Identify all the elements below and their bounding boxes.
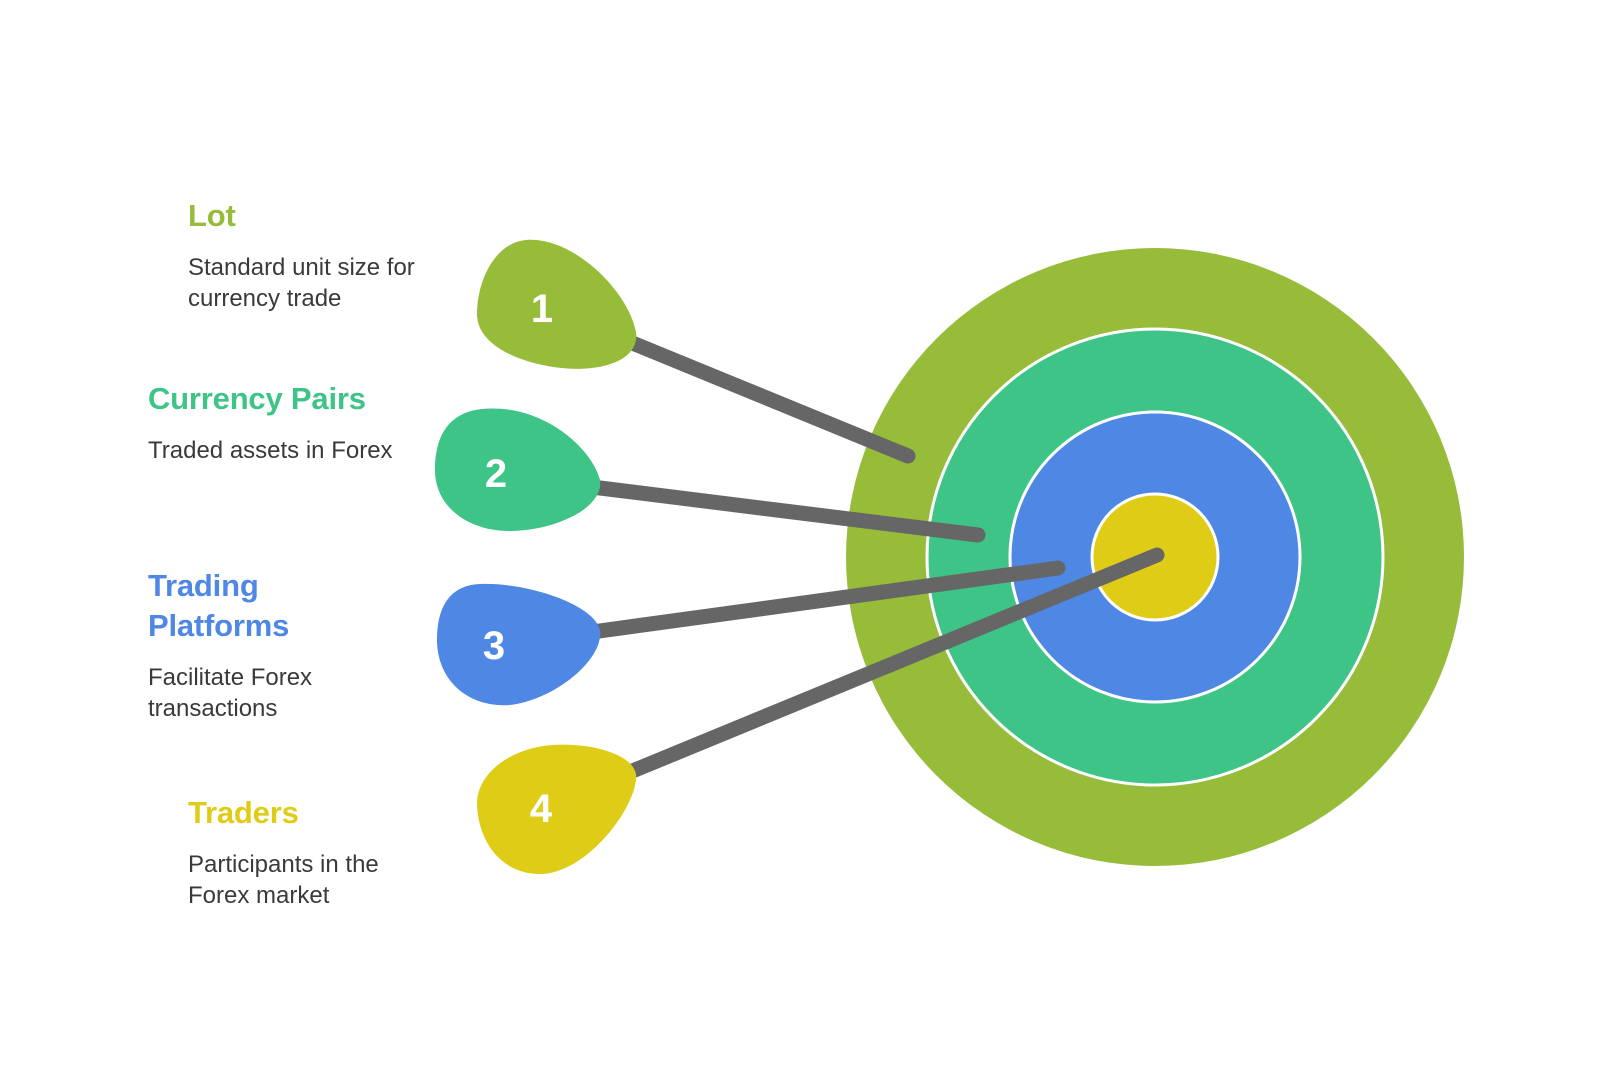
arrow-shaft-1 <box>622 334 916 464</box>
arrow-shafts <box>584 334 1165 780</box>
item-description-traders: Participants in the Forex market <box>188 851 379 909</box>
arrow-shaft-3 <box>584 560 1066 640</box>
item-title-currency-pairs: Currency Pairs <box>148 381 366 416</box>
arrow-head-1-shape <box>477 239 637 369</box>
item-currency-pairs: Currency Pairs Traded assets in Forex <box>148 379 408 466</box>
item-trading-platforms: Trading Platforms Facilitate Forex trans… <box>148 566 348 724</box>
arrow-head-2-shape <box>435 408 601 532</box>
arrow-head-2: 2 <box>435 408 601 532</box>
arrow-shaft-2 <box>584 479 986 543</box>
arrow-head-4-shape <box>477 744 637 874</box>
item-lot: Lot Standard unit size for currency trad… <box>188 196 428 314</box>
item-description-currency-pairs: Traded assets in Forex <box>148 437 393 464</box>
badge-number-4: 4 <box>530 787 553 831</box>
item-traders: Traders Participants in the Forex market <box>188 793 428 911</box>
arrow-head-1: 1 <box>477 239 637 369</box>
badge-number-3: 3 <box>483 624 505 668</box>
item-title-trading-platforms: Trading Platforms <box>148 568 290 643</box>
item-description-lot: Standard unit size for currency trade <box>188 254 415 312</box>
arrow-shaft-4 <box>622 547 1165 780</box>
arrow-head-3-shape <box>437 583 601 706</box>
arrow-head-3: 3 <box>437 583 601 706</box>
item-title-lot: Lot <box>188 198 236 233</box>
badge-number-1: 1 <box>531 287 553 331</box>
item-title-traders: Traders <box>188 795 299 830</box>
badge-number-2: 2 <box>485 452 507 496</box>
arrow-head-4: 4 <box>477 744 637 874</box>
item-description-trading-platforms: Facilitate Forex transactions <box>148 664 313 722</box>
